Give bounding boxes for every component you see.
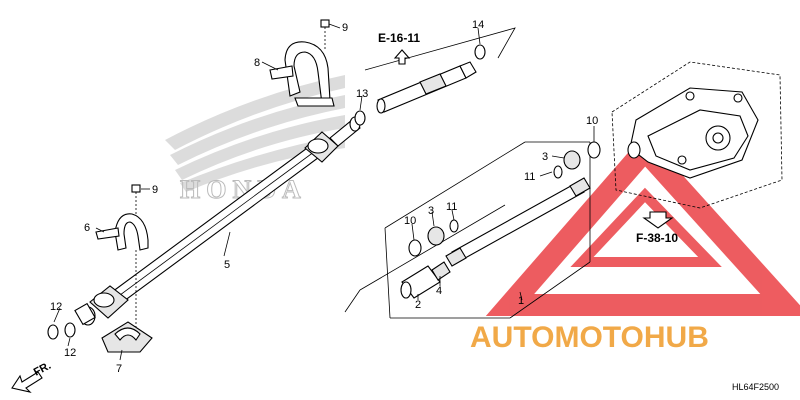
arrow-line-lower xyxy=(344,204,506,313)
seal-part-3-upper xyxy=(563,150,581,170)
o-ring-14 xyxy=(474,44,486,60)
callout-9-upper: 9 xyxy=(342,22,348,34)
ref-lower[interactable]: F-38-10 xyxy=(636,231,678,245)
ref-arrow-up xyxy=(393,49,411,65)
o-ring-12b xyxy=(64,322,76,338)
callout-7: 7 xyxy=(116,363,122,375)
rear-universal-joint xyxy=(304,116,361,163)
front-direction-label: FR. xyxy=(32,360,53,379)
mount-bracket-lower xyxy=(95,213,149,251)
front-direction-arrow: FR. xyxy=(11,360,53,393)
callout-10-upper: 10 xyxy=(586,115,598,127)
leader-lines xyxy=(53,23,595,361)
callout-3-upper: 3 xyxy=(542,151,548,163)
bolt-lower xyxy=(131,184,141,330)
callout-14: 14 xyxy=(472,19,484,31)
callout-6: 6 xyxy=(84,222,90,234)
diagram-code: HL64F2500 xyxy=(732,382,779,392)
watermark-label: AUTOMOTOHUB xyxy=(470,321,709,354)
seal-part-3-lower xyxy=(427,226,445,246)
arrow-line-upper xyxy=(364,27,516,71)
callout-5: 5 xyxy=(224,259,230,271)
bolt-upper xyxy=(320,19,330,50)
watermark-text: AUTOMOTOHUB xyxy=(470,321,709,354)
lower-drive-shaft xyxy=(445,177,591,267)
callout-3-lower: 3 xyxy=(428,205,434,217)
o-ring-10a xyxy=(408,239,422,257)
ref-upper[interactable]: E-16-11 xyxy=(378,31,420,45)
main-drive-shaft xyxy=(111,139,327,305)
ref-arrow-down xyxy=(642,211,674,229)
o-ring-10b xyxy=(587,141,601,159)
callout-1: 1 xyxy=(518,295,524,307)
callout-11-lower: 11 xyxy=(446,201,457,213)
o-ring-12a xyxy=(47,324,59,340)
base-plate xyxy=(101,321,153,353)
o-ring-11a xyxy=(449,219,459,233)
mount-bracket-upper xyxy=(269,41,335,107)
front-universal-joint xyxy=(74,285,129,326)
callout-9-lower: 9 xyxy=(152,184,158,196)
o-ring-13 xyxy=(354,110,366,126)
callout-2: 2 xyxy=(415,299,421,311)
callout-12-upper: 12 xyxy=(50,301,62,313)
nut-part-4 xyxy=(431,261,451,281)
honda-wing-watermark xyxy=(165,75,345,192)
assembly-frame xyxy=(384,141,591,319)
callout-12-lower: 12 xyxy=(64,347,76,359)
callout-13: 13 xyxy=(356,88,368,100)
gear-case-frame xyxy=(611,61,783,209)
callout-10-lower: 10 xyxy=(404,215,416,227)
o-ring-11b xyxy=(553,165,563,179)
callout-11-upper: 11 xyxy=(524,171,535,183)
final-gear-case xyxy=(627,87,759,179)
output-shaft-upper xyxy=(376,61,477,114)
watermark-triangle xyxy=(485,133,800,316)
callout-8: 8 xyxy=(254,57,260,69)
callout-4: 4 xyxy=(436,285,442,297)
